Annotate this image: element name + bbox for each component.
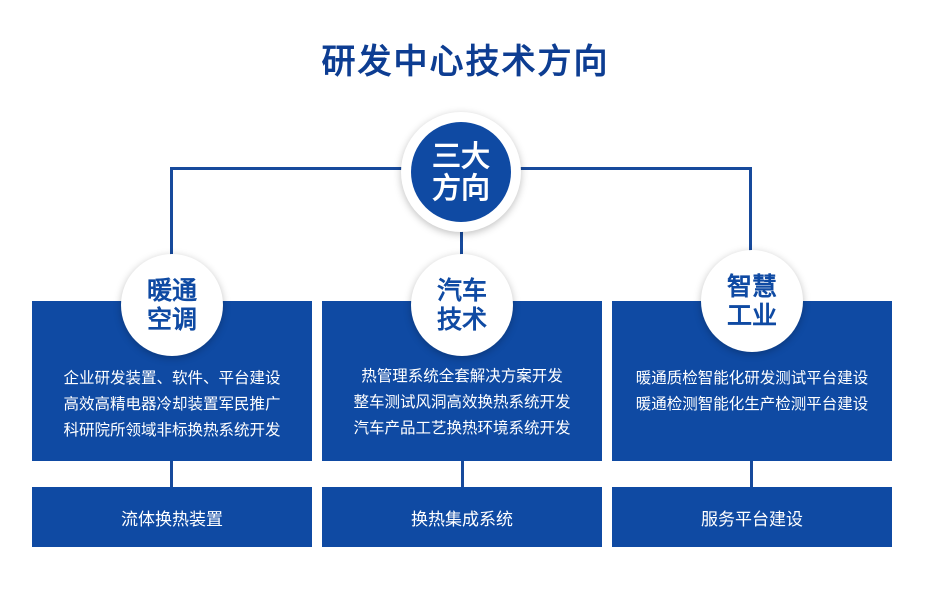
branch-node-hvac: 暖通 空调 [121, 254, 223, 356]
branch-item: 暖通检测智能化生产检测平台建设 [635, 395, 869, 413]
branch-items-smart-industry: 暖通质检智能化研发测试平台建设 暖通检测智能化生产检测平台建设 [612, 365, 892, 417]
center-node-line1: 三大 [431, 139, 490, 173]
connector-left-horizontal [170, 167, 402, 170]
branch-item: 整车测试风洞高效换热系统开发 [353, 393, 571, 411]
connector-center-vertical [460, 231, 463, 267]
branch-item: 热管理系统全套解决方案开发 [361, 367, 563, 385]
branch-node-line2: 空调 [146, 305, 197, 334]
connector-bottom-left [170, 461, 173, 487]
branch-item: 暖通质检智能化研发测试平台建设 [635, 369, 869, 387]
diagram-title: 研发中心技术方向 [321, 42, 610, 82]
branch-item: 企业研发装置、软件、平台建设 [63, 369, 281, 387]
branch-node-line2: 工业 [726, 301, 777, 330]
connector-bottom-center [461, 461, 464, 487]
branch-node-line1: 汽车 [436, 276, 487, 305]
branch-items-hvac: 企业研发装置、软件、平台建设 高效高精电器冷却装置军民推广 科研院所领域非标换热… [32, 365, 312, 443]
branch-node-line2: 技术 [436, 305, 487, 334]
branch-items-automotive: 热管理系统全套解决方案开发 整车测试风洞高效换热系统开发 汽车产品工艺换热环境系… [322, 363, 602, 441]
bottom-box-fluid-heat-exchange: 流体换热装置 [32, 487, 312, 547]
connector-bottom-right [750, 461, 753, 487]
branch-panel-smart-industry: 暖通质检智能化研发测试平台建设 暖通检测智能化生产检测平台建设 [612, 301, 892, 461]
connector-right-vertical [749, 167, 752, 267]
center-node-inner: 三大 方向 [411, 122, 511, 222]
branch-item: 科研院所领域非标换热系统开发 [63, 421, 281, 439]
bottom-box-service-platform: 服务平台建设 [612, 487, 892, 547]
bottom-box-heat-integration: 换热集成系统 [322, 487, 602, 547]
center-node-line2: 方向 [431, 171, 490, 205]
branch-node-automotive: 汽车 技术 [411, 254, 513, 356]
branch-node-smart-industry: 智慧 工业 [701, 250, 803, 352]
branch-node-line1: 智慧 [726, 272, 777, 301]
branch-item: 汽车产品工艺换热环境系统开发 [353, 419, 571, 437]
branch-node-line1: 暖通 [146, 276, 197, 305]
center-node: 三大 方向 [401, 112, 521, 232]
branch-item: 高效高精电器冷却装置军民推广 [63, 395, 281, 413]
connector-right-horizontal [520, 167, 752, 170]
connector-left-vertical [170, 167, 173, 267]
